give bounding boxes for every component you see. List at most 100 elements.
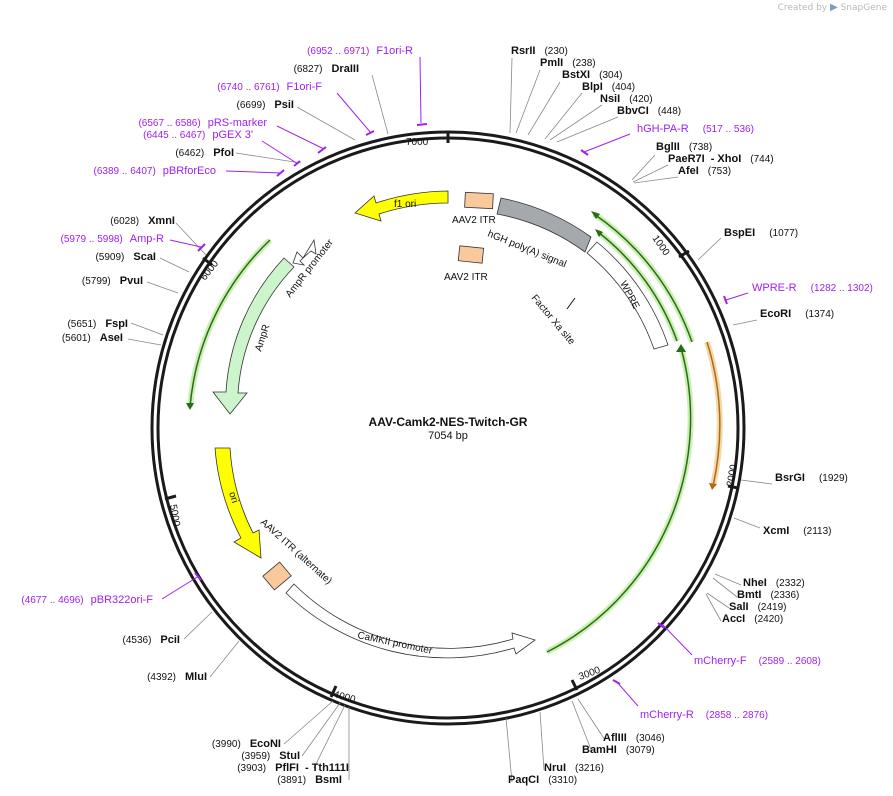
enzyme-labels-right: RsrII(230) PmlI(238) BstXI(304) BlpI(404…: [508, 45, 848, 786]
orf-bottom-arrowhead: [676, 344, 686, 352]
f1-ori-arrow[interactable]: [354, 190, 449, 222]
ori-label: ori: [226, 491, 240, 505]
enzyme-blpi[interactable]: BlpI(404): [582, 81, 635, 93]
enzyme-stui[interactable]: (3959)StuI: [241, 750, 300, 762]
enzyme-econi[interactable]: (3990)EcoNI: [212, 738, 281, 750]
orf-orange-core: [706, 341, 721, 487]
aav2-itr-top[interactable]: [464, 191, 494, 210]
primer-f1ori-r[interactable]: (6952 .. 6971)F1ori-R: [307, 45, 413, 57]
hgh-polya-label: hGH poly(A) signal: [486, 229, 568, 271]
enzyme-pvui[interactable]: (5799)PvuI: [82, 275, 143, 287]
primer-pbr322ori-f[interactable]: (4677 .. 4696)pBR322ori-F: [21, 594, 153, 606]
tick-1000: [678, 249, 690, 259]
brand-name: SnapGene: [840, 3, 887, 13]
orf-orange-arrowhead: [709, 483, 717, 490]
primer-marks: [161, 56, 749, 707]
orf-bottom-green-core: [546, 347, 692, 653]
tick-marks: [164, 131, 739, 698]
wpre-block[interactable]: [586, 241, 669, 350]
hgh-polya-block[interactable]: [496, 197, 592, 253]
tick-labels: 1000 2000 3000 4000 5000 6000 7000: [167, 137, 740, 706]
enzyme-nhei[interactable]: NheI(2332): [743, 577, 805, 589]
ampr-label: AmpR: [253, 323, 272, 353]
primer-mcherry-f[interactable]: mCherry-F(2589 .. 2608): [694, 655, 821, 667]
enzyme-xcmi[interactable]: XcmI(2113): [763, 525, 831, 537]
tick-4000: [329, 685, 338, 698]
enzyme-nsii[interactable]: NsiI(420): [600, 93, 653, 105]
orf-bottom-green: [545, 347, 694, 655]
enzyme-bamhi[interactable]: BamHI(3079): [582, 744, 655, 756]
enzyme-bstxi[interactable]: BstXI(304): [562, 69, 622, 81]
enzyme-afliii[interactable]: AflIII(3046): [603, 732, 665, 744]
plasmid-size: 7054 bp: [428, 430, 468, 442]
primer-amp-r[interactable]: (5979 .. 5998)Amp-R: [61, 233, 165, 245]
enzyme-ecori[interactable]: EcoRI(1374): [760, 308, 834, 320]
primer-wpre-r[interactable]: WPRE-R(1282 .. 1302): [752, 282, 873, 294]
tick-label-7000: 7000: [406, 137, 429, 148]
enzyme-sali[interactable]: SalI(2419): [729, 601, 786, 613]
tick-label-2000: 2000: [725, 463, 740, 487]
enzyme-psii[interactable]: (6699)PsiI: [237, 99, 294, 111]
tick-2000: [727, 484, 739, 490]
primer-hgh-pa-r[interactable]: hGH-PA-R(517 .. 536): [637, 123, 754, 135]
enzyme-bglii[interactable]: BglII(738): [656, 141, 712, 153]
factor-xa-label: Factor Xa site: [529, 293, 577, 348]
primer-labels: (6952 .. 6971)F1ori-R (6740 .. 6761)F1or…: [21, 45, 873, 721]
primer-f1ori-f[interactable]: (6740 .. 6761)F1ori-F: [217, 81, 322, 93]
enzyme-paer7i-xhoi[interactable]: PaeR7I- XhoI(744): [668, 153, 774, 165]
tick-5000: [164, 494, 177, 501]
ampr-promoter-arrow[interactable]: [292, 238, 317, 266]
orf-right-green-outer-core: [593, 213, 693, 343]
primer-pbrforeco[interactable]: (6389 .. 6407)pBRforEco: [94, 165, 216, 177]
enzyme-mlui[interactable]: (4392)MluI: [147, 671, 207, 683]
aav2-itr-alt[interactable]: [262, 561, 292, 591]
enzyme-leaders-left: [127, 74, 389, 780]
tick-6000: [202, 256, 213, 267]
enzyme-acci[interactable]: AccI(2420): [722, 613, 783, 625]
enzyme-xmni[interactable]: (6028)XmnI: [110, 215, 175, 227]
aav2-itr-inner-label: AAV2 ITR: [444, 272, 488, 283]
enzyme-asei[interactable]: (5601)AseI: [62, 332, 123, 344]
enzyme-labels-left: (6827)DraIII (6699)PsiI (6462)PfoI (6028…: [62, 63, 359, 786]
enzyme-afei[interactable]: AfeI(753): [678, 165, 731, 177]
enzyme-pmli[interactable]: PmlI(238): [540, 57, 596, 69]
ori-arrow[interactable]: [214, 447, 262, 559]
snapgene-brand: Created by ▶ SnapGene: [778, 2, 887, 13]
enzyme-bsmi[interactable]: (3891)BsmI: [277, 774, 342, 786]
orfs: [186, 211, 723, 655]
orf-left-arrowhead: [186, 403, 194, 410]
orf-right-arrowhead-2: [595, 229, 603, 237]
enzyme-bspei[interactable]: BspEI(1077): [724, 227, 798, 239]
enzyme-leaders-right: [505, 57, 773, 783]
primer-mcherry-r[interactable]: mCherry-R(2858 .. 2876): [640, 709, 768, 721]
ampr-arrow[interactable]: [212, 257, 295, 415]
enzyme-pcii[interactable]: (4536)PciI: [123, 634, 180, 646]
brand-prefix: Created by: [777, 3, 828, 13]
plasmid-name: AAV-Camk2-NES-Twitch-GR: [369, 415, 528, 429]
tick-3000: [570, 679, 579, 691]
enzyme-rsrii[interactable]: RsrII(230): [511, 45, 568, 57]
snapgene-logo-icon: ▶: [830, 2, 838, 13]
factor-xa-mark: [566, 297, 576, 310]
aav2-itr-inner[interactable]: [457, 245, 485, 264]
enzyme-bbvci[interactable]: BbvCI(448): [617, 105, 681, 117]
enzyme-paqci[interactable]: PaqCI(3310): [508, 774, 577, 786]
enzyme-bmti[interactable]: BmtI(2336): [737, 589, 799, 601]
orf-left-green-core: [189, 239, 271, 408]
enzyme-nrui[interactable]: NruI(3216): [544, 762, 604, 774]
aav2-itr-top-label: AAV2 ITR: [452, 215, 496, 226]
orf-right-green-inner-core: [597, 231, 678, 342]
enzyme-pflfi-tth111i[interactable]: (3903)PflFI- Tth111I: [237, 762, 349, 774]
primer-pgex-3[interactable]: (6445 .. 6467)pGEX 3': [143, 129, 253, 141]
primer-prs-marker[interactable]: (6567 .. 6586)pRS-marker: [138, 117, 267, 129]
enzyme-fspi[interactable]: (5651)FspI: [67, 318, 128, 330]
tick-label-5000: 5000: [167, 504, 182, 528]
orf-right-arrowhead-1: [591, 211, 600, 219]
enzyme-draiii[interactable]: (6827)DraIII: [294, 63, 359, 75]
enzyme-scai[interactable]: (5909)ScaI: [95, 251, 156, 263]
camkii-promoter-arrow[interactable]: [285, 583, 536, 659]
enzyme-bsrgi[interactable]: BsrGI(1929): [775, 472, 848, 484]
enzyme-pfoi[interactable]: (6462)PfoI: [175, 147, 234, 159]
f1-ori-label: f1 ori: [394, 199, 416, 210]
